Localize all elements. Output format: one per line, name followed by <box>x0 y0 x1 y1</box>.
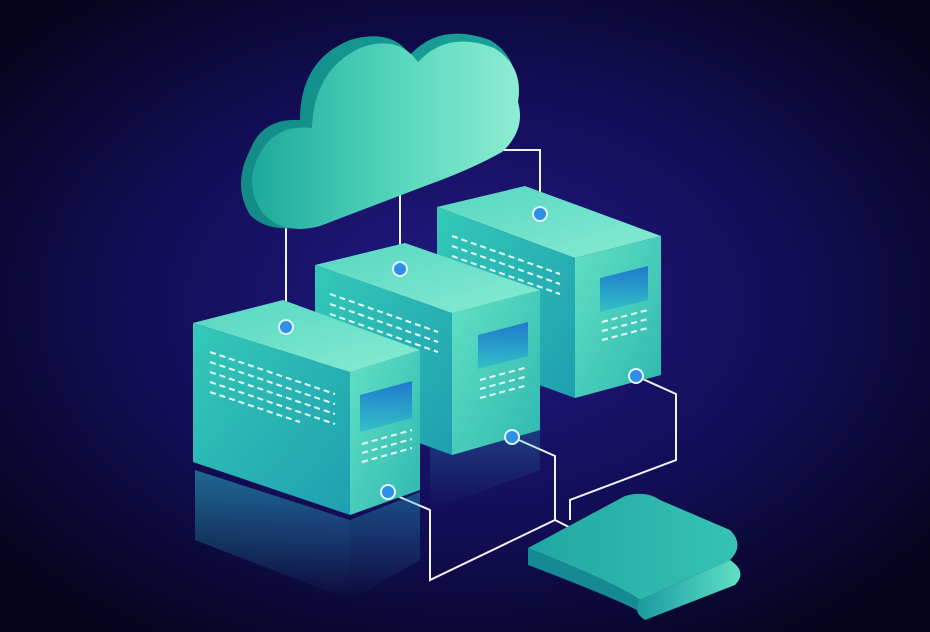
node-icon <box>278 319 294 335</box>
storage-drive-front <box>528 548 640 612</box>
server-front <box>193 300 420 515</box>
node-icon <box>504 429 520 445</box>
node-icon <box>392 261 408 277</box>
server-front-vents <box>209 351 413 463</box>
server-back-top <box>437 186 661 258</box>
server-middle-panel <box>478 322 528 369</box>
network-nodes <box>278 206 644 500</box>
node-icon <box>380 484 396 500</box>
server-back-side <box>575 236 661 398</box>
server-front-panel <box>360 381 412 432</box>
server-front-top <box>193 300 420 372</box>
server-back-panel <box>600 266 648 312</box>
server-middle-side <box>452 290 540 455</box>
storage-drive-edge <box>636 560 741 620</box>
server-front-face <box>193 323 350 515</box>
storage-drive-top <box>528 493 738 600</box>
storage-drive <box>528 493 741 620</box>
node-icon <box>532 206 548 222</box>
server-middle-top <box>315 243 540 313</box>
cloud-front <box>252 41 520 229</box>
node-icon <box>628 368 644 384</box>
cloud-icon <box>241 33 520 229</box>
